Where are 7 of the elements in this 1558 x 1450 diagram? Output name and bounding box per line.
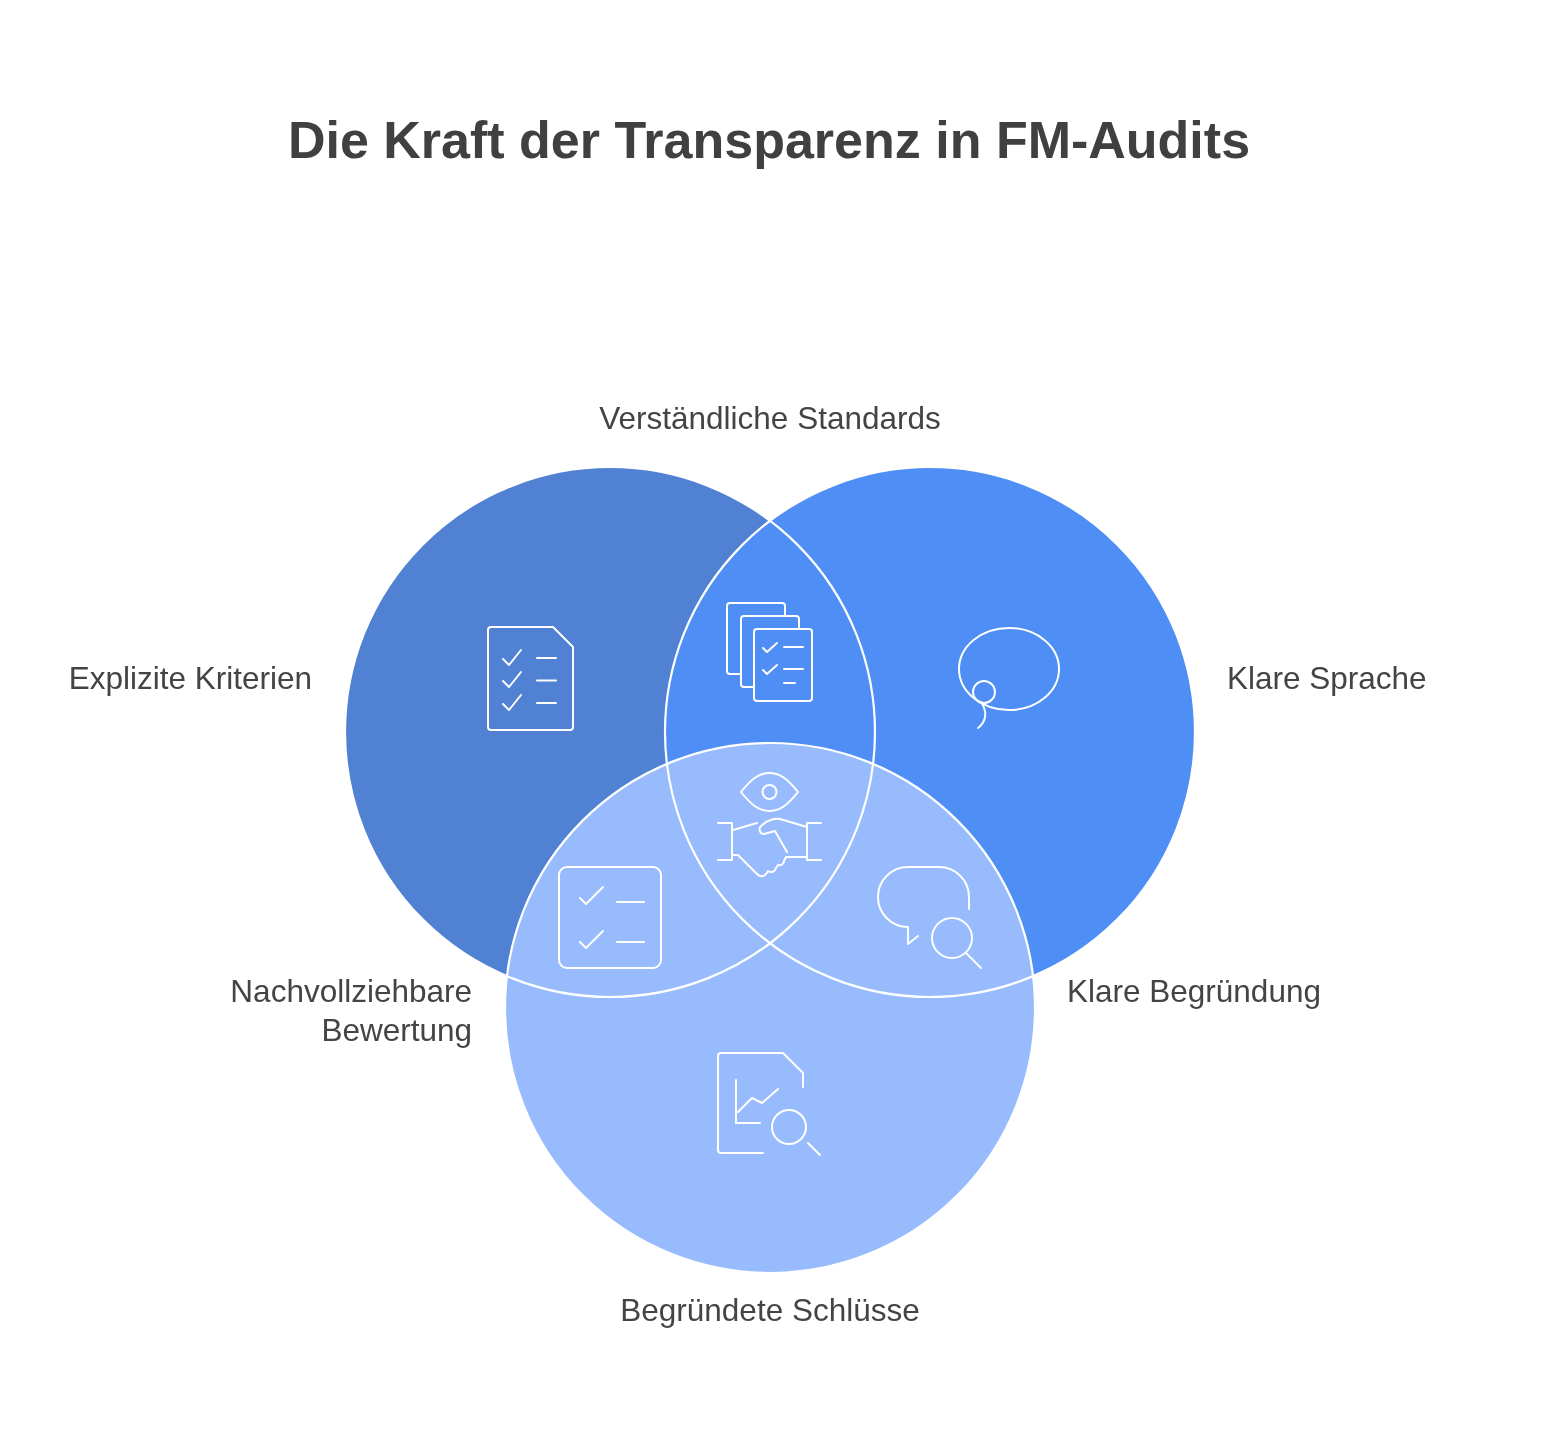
overlap-label: Nachvollziehbare Bewertung [230,971,472,1050]
overlap-label: Verständliche Standards [599,399,941,439]
diagram-title: Die Kraft der Transparenz in FM-Audits [287,110,1251,170]
overlap-label: Klare Begründung [1067,972,1321,1012]
circle-label: Begründete Schlüsse [620,1291,920,1331]
circle-label: Klare Sprache [1227,659,1427,699]
circle-label: Explizite Kriterien [68,659,312,699]
